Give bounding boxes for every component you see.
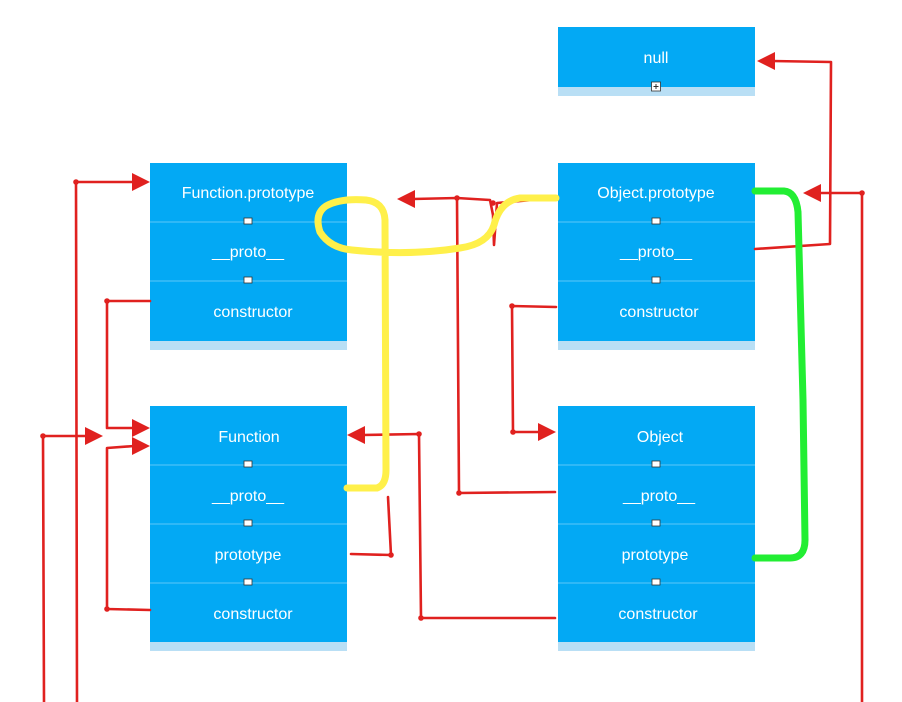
node-null-label: null xyxy=(644,50,669,67)
function-prototype-label: prototype xyxy=(215,547,282,564)
connector-objproto-proto-to-null xyxy=(753,59,833,251)
arrowhead-into-function-left-1 xyxy=(132,419,150,437)
expand-icon[interactable] xyxy=(651,460,661,468)
expand-icon[interactable] xyxy=(243,276,253,284)
connector-right-edge-to-objproto xyxy=(816,191,864,702)
object-constructor-label: constructor xyxy=(618,606,698,623)
object-proto-label: __proto__ xyxy=(622,488,696,505)
arrowhead-into-function-left-2 xyxy=(132,437,150,455)
expand-icon[interactable] xyxy=(651,519,661,527)
node-null[interactable]: null xyxy=(558,27,755,96)
node-function[interactable]: Function __proto__ prototype constructor xyxy=(150,406,347,651)
connector-left-edge-to-function-prototype xyxy=(74,180,136,702)
expand-icon[interactable] xyxy=(243,578,253,586)
arrowhead-into-object xyxy=(538,423,556,441)
object-prototype-title: Object.prototype xyxy=(597,185,715,202)
function-title: Function xyxy=(218,429,279,446)
yellow-highlight-path xyxy=(314,194,560,492)
arrowhead-into-objproto xyxy=(803,184,821,202)
connector-object-proto-left xyxy=(457,490,557,495)
connector-function-prototype-stub xyxy=(349,495,393,557)
expand-icon[interactable] xyxy=(651,81,661,92)
node-function-prototype[interactable]: Function.prototype __proto__ constructor xyxy=(150,163,347,350)
red-connectors xyxy=(40,52,865,702)
object-prototype-label: prototype xyxy=(622,547,689,564)
connector-function-constructor-to-function xyxy=(105,444,152,612)
function-prototype-title: Function.prototype xyxy=(182,185,315,202)
object-prototype-constructor-label: constructor xyxy=(619,304,699,321)
function-proto-label: __proto__ xyxy=(211,488,285,505)
expand-icon[interactable] xyxy=(651,578,661,586)
connector-left-edge-to-function xyxy=(41,434,88,702)
node-object-prototype[interactable]: Object.prototype __proto__ constructor xyxy=(558,163,755,350)
expand-icon[interactable] xyxy=(651,276,661,284)
expand-icon[interactable] xyxy=(651,217,661,225)
green-highlight-path xyxy=(751,187,809,562)
expand-icon[interactable] xyxy=(243,217,253,225)
connector-object-constructor-to-function xyxy=(360,432,557,620)
arrowhead-into-function-far-left xyxy=(85,427,103,445)
function-prototype-proto-label: __proto__ xyxy=(211,244,285,261)
node-object[interactable]: Object __proto__ prototype constructor xyxy=(558,406,755,651)
arrowhead-into-function-prototype-left xyxy=(132,173,150,191)
object-prototype-proto-label: __proto__ xyxy=(619,244,693,261)
object-title: Object xyxy=(637,429,684,446)
connector-funcproto-constructor-to-function xyxy=(105,299,152,430)
connector-objproto-constructor-to-object xyxy=(510,304,558,434)
function-prototype-constructor-label: constructor xyxy=(213,304,293,321)
function-constructor-label: constructor xyxy=(213,606,293,623)
expand-icon[interactable] xyxy=(243,519,253,527)
arrowhead-into-null xyxy=(757,52,775,70)
arrowhead-into-function-prototype-right xyxy=(397,190,415,208)
arrowhead-into-function-right xyxy=(347,426,365,444)
expand-icon[interactable] xyxy=(243,460,253,468)
